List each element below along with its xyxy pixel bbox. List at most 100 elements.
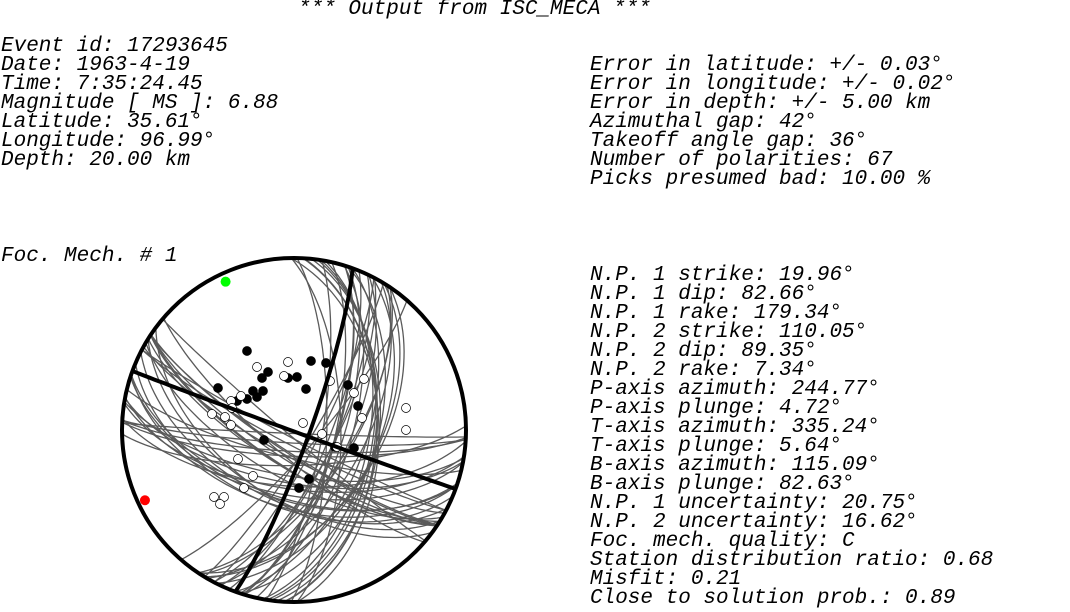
alternative-plane [283, 258, 378, 602]
error-latitude: Error in latitude: +/- 0.03° [590, 54, 943, 77]
compression-polarity [304, 474, 314, 484]
compression-polarity [263, 367, 273, 377]
np2-rake: N.P. 2 rake: 7.34° [590, 359, 817, 382]
alternative-plane [204, 283, 401, 578]
alternative-plane [147, 338, 441, 531]
alternative-plane [239, 266, 387, 594]
event-longitude: Longitude: 96.99° [1, 130, 216, 153]
dilatation-polarity [209, 492, 219, 502]
np1-dip: N.P. 1 dip: 82.66° [590, 283, 817, 306]
mechanism-quality: Foc. mech. quality: C [590, 530, 855, 553]
alternative-plane [129, 376, 458, 512]
alternative-plane [140, 351, 448, 525]
dilatation-polarity [239, 483, 249, 493]
b-axis-azimuth: B-axis azimuth: 115.09° [590, 454, 880, 477]
dilatation-polarity [248, 471, 258, 481]
alternative-plane [276, 258, 382, 602]
alternative-plane [124, 398, 464, 490]
alternative-plane [149, 334, 438, 526]
p-axis-marker [139, 495, 150, 506]
event-magnitude: Magnitude [ MS ]: 6.88 [1, 92, 279, 115]
compression-polarity [292, 372, 302, 382]
t-axis-marker [220, 276, 231, 287]
event-time: Time: 7:35:24.45 [1, 73, 203, 96]
compression-polarity [258, 386, 268, 396]
alternative-plane [218, 274, 377, 586]
dilatation-polarity [220, 412, 230, 422]
best-nodal-planes [131, 268, 457, 593]
close-to-solution-prob: Close to solution prob.: 0.89 [590, 587, 956, 610]
p-axis-azimuth: P-axis azimuth: 244.77° [590, 378, 880, 401]
alternative-plane [122, 425, 466, 467]
page-title: *** Output from ISC_MECA *** [298, 0, 651, 21]
picks-presumed-bad: Picks presumed bad: 10.00 % [590, 168, 931, 191]
p-axis-plunge: P-axis plunge: 4.72° [590, 397, 843, 420]
dilatation-polarity [215, 499, 225, 509]
t-axis-plunge: T-axis plunge: 5.64° [590, 435, 843, 458]
alternative-plane [150, 334, 438, 526]
compression-polarity [301, 384, 311, 394]
alternative-nodal-planes [122, 258, 466, 602]
event-date: Date: 1963-4-19 [1, 54, 191, 77]
number-of-polarities: Number of polarities: 67 [590, 149, 893, 172]
np1-uncertainty: N.P. 1 uncertainty: 20.75° [590, 492, 918, 515]
error-longitude: Error in longitude: +/- 0.02° [590, 73, 956, 96]
event-id: Event id: 17293645 [1, 35, 228, 58]
np2-dip: N.P. 2 dip: 89.35° [590, 340, 817, 363]
t-axis-azimuth: T-axis azimuth: 335.24° [590, 416, 880, 439]
focal-sphere-outline [120, 256, 468, 604]
dilatation-polarity [236, 391, 246, 401]
compression-polarity [213, 383, 223, 393]
alternative-plane [180, 300, 408, 561]
compression-polarity [294, 483, 304, 493]
station-distribution-ratio: Station distribution ratio: 0.68 [590, 549, 994, 572]
error-info: Error in latitude: +/- 0.03° Error in lo… [590, 54, 956, 191]
alternative-plane [290, 258, 328, 602]
np1-strike: N.P. 1 strike: 19.96° [590, 264, 855, 287]
polarity-readings [207, 346, 411, 509]
dilatation-polarity [317, 429, 327, 439]
mechanism-heading: Foc. Mech. # 1 [1, 245, 178, 268]
np2-uncertainty: N.P. 2 uncertainty: 16.62° [590, 511, 918, 534]
takeoff-angle-gap: Takeoff angle gap: 36° [590, 130, 868, 153]
event-info: Event id: 17293645 Date: 1963-4-19 Time:… [1, 35, 279, 172]
compression-polarity [242, 346, 252, 356]
dilatation-polarity [233, 454, 243, 464]
compression-polarity [257, 373, 267, 383]
compression-polarity [321, 358, 331, 368]
nodal-plane-2 [131, 369, 457, 491]
b-axis-plunge: B-axis plunge: 82.63° [590, 473, 855, 496]
dilatation-polarity [207, 409, 217, 419]
dilatation-polarity [401, 403, 411, 413]
compression-polarity [343, 380, 353, 390]
compression-polarity [353, 401, 363, 411]
error-depth: Error in depth: +/- 5.00 km [590, 92, 931, 115]
np2-strike: N.P. 2 strike: 110.05° [590, 321, 868, 344]
alternative-plane [123, 403, 465, 494]
alternative-plane [290, 258, 380, 602]
dilatation-polarity [252, 362, 262, 372]
alternative-plane [122, 419, 466, 447]
event-depth: Depth: 20.00 km [1, 149, 191, 172]
dilatation-polarity [359, 374, 369, 384]
dilatation-polarity [283, 357, 293, 367]
compression-polarity [259, 435, 269, 445]
dilatation-polarity [357, 413, 367, 423]
alternative-plane [197, 287, 405, 574]
dilatation-polarity [349, 388, 359, 398]
alternative-plane [141, 349, 447, 511]
compression-polarity [252, 392, 262, 402]
alternative-plane [243, 265, 365, 596]
compression-polarity [306, 356, 316, 366]
dilatation-polarity [279, 371, 289, 381]
np1-rake: N.P. 1 rake: 179.34° [590, 302, 843, 325]
event-latitude: Latitude: 35.61° [1, 111, 203, 134]
alternative-plane [204, 282, 385, 578]
misfit: Misfit: 0.21 [590, 568, 742, 591]
dilatation-polarity [401, 425, 411, 435]
alternative-plane [142, 346, 445, 514]
dilatation-polarity [226, 420, 236, 430]
dilatation-polarity [298, 418, 308, 428]
azimuthal-gap: Azimuthal gap: 42° [590, 111, 817, 134]
